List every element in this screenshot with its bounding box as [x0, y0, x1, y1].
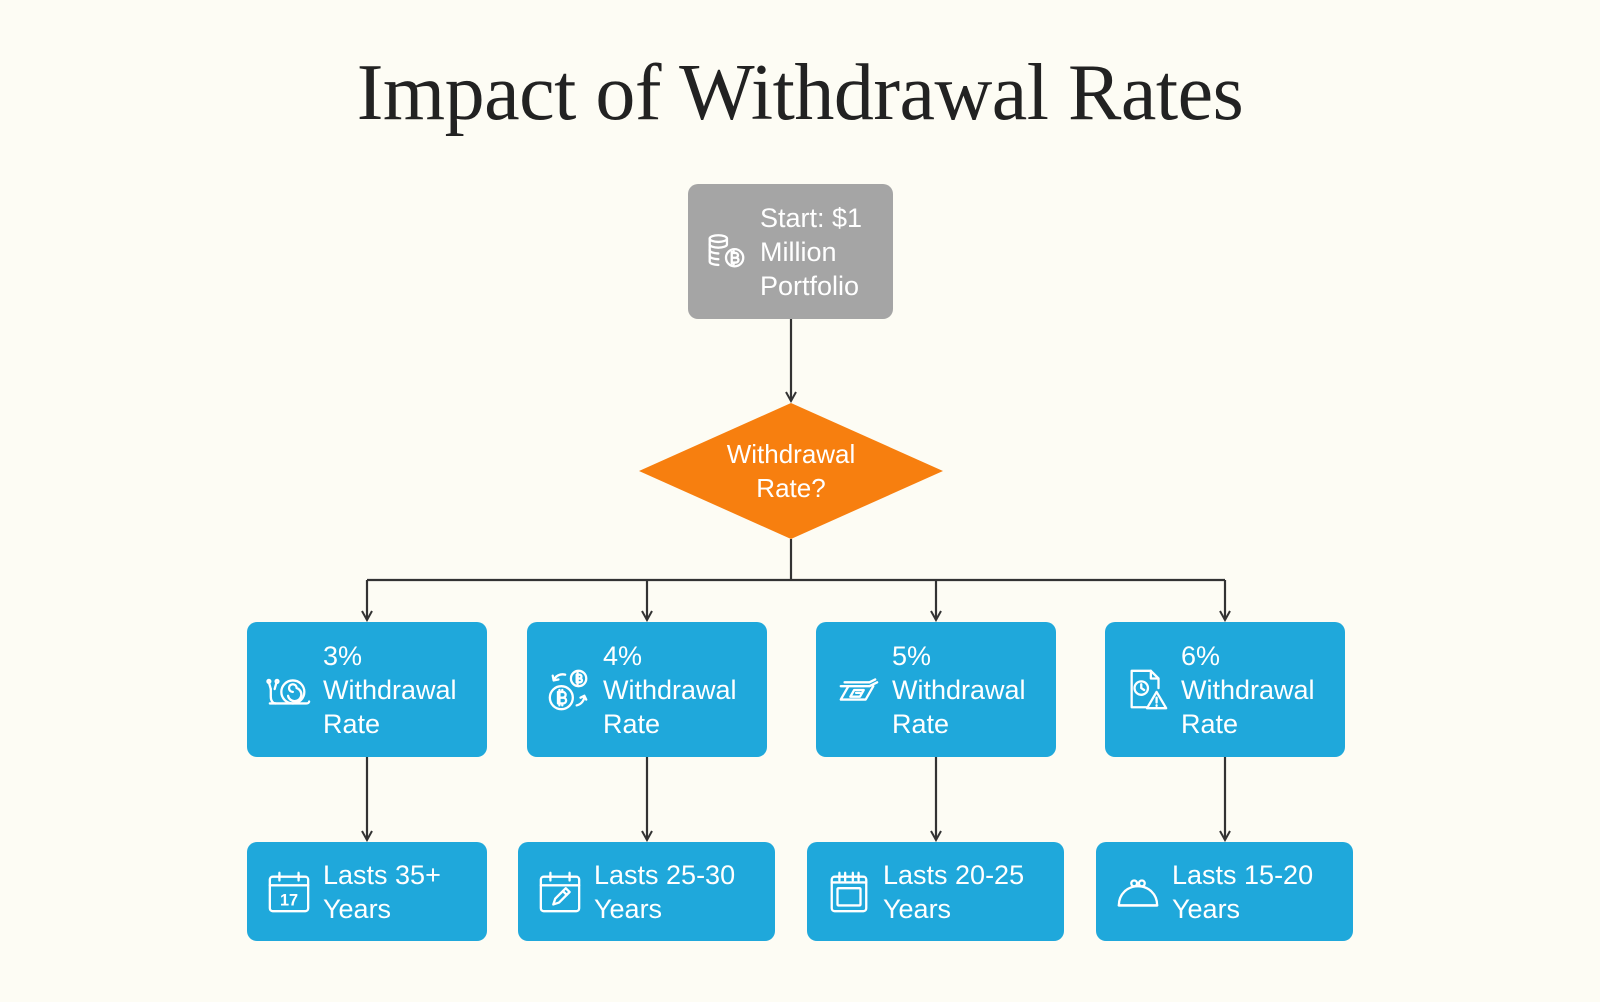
result-node-4: Lasts 25-30 Years	[518, 842, 775, 941]
result-node-5: Lasts 20-25 Years	[807, 842, 1064, 941]
calendar-17-icon: 17	[265, 868, 313, 916]
result-node-3: 17 Lasts 35+ Years	[247, 842, 487, 941]
document-clock-warning-icon	[1123, 666, 1171, 714]
diagram-title: Impact of Withdrawal Rates	[356, 49, 1244, 137]
rate-node-4: 4% Withdrawal Rate	[527, 622, 767, 757]
decision-diamond	[639, 403, 943, 539]
snail-icon	[265, 666, 313, 714]
coin-exchange-icon	[545, 666, 593, 714]
rate-node-6: 6% Withdrawal Rate	[1105, 622, 1345, 757]
start-node-label: Start: $1 Million Portfolio	[760, 202, 863, 301]
result-node-6: Lasts 15-20 Years	[1096, 842, 1353, 941]
money-hand-icon	[834, 666, 882, 714]
coins-bitcoin-icon	[702, 228, 750, 276]
start-node: Start: $1 Million Portfolio	[688, 184, 893, 319]
calendar-day-number: 17	[280, 891, 298, 909]
calendar-blank-icon	[825, 868, 873, 916]
rate-node-3: 3% Withdrawal Rate	[247, 622, 487, 757]
calendar-edit-icon	[536, 868, 584, 916]
rate-node-5: 5% Withdrawal Rate	[816, 622, 1056, 757]
purse-icon	[1114, 868, 1162, 916]
decision-label: Withdrawal Rate?	[726, 439, 856, 503]
decision-node: Withdrawal Rate?	[639, 403, 943, 539]
